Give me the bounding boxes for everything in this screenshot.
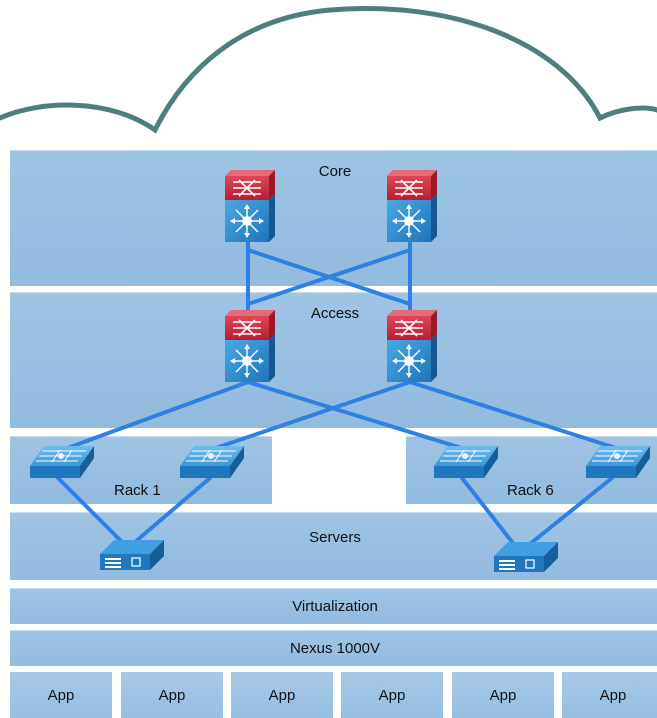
core-switch-icon xyxy=(386,169,438,243)
cloud-outline xyxy=(0,5,657,134)
app-label: App xyxy=(489,686,517,704)
rack-switch-icon xyxy=(433,445,499,479)
rack-1-label: Rack 1 xyxy=(114,482,161,499)
app-label: App xyxy=(599,686,627,704)
server-icon xyxy=(493,541,559,573)
rack-6-label: Rack 6 xyxy=(507,482,554,499)
access-layer-label: Access xyxy=(310,305,360,322)
link-rack-server xyxy=(56,476,130,550)
link-core-access xyxy=(246,248,412,306)
core-layer-label: Core xyxy=(318,163,352,180)
app-box: App xyxy=(231,672,333,718)
app-label: App xyxy=(158,686,186,704)
links xyxy=(56,240,624,554)
access-switch-icon xyxy=(224,309,276,383)
virtualization-layer-label: Virtualization xyxy=(292,598,378,615)
link-rack-server xyxy=(460,476,522,554)
rack-switch-icon xyxy=(179,445,245,479)
access-layer-band xyxy=(10,292,657,428)
nexus-layer-band xyxy=(10,630,657,666)
rack-switch-icon xyxy=(29,445,95,479)
app-box: App xyxy=(121,672,223,718)
virtualization-layer-band xyxy=(10,588,657,624)
servers-layer-label: Servers xyxy=(309,529,361,546)
app-box: App xyxy=(341,672,443,718)
access-switch-icon xyxy=(386,309,438,383)
rack-switch-icon xyxy=(585,445,651,479)
link-access-rack xyxy=(208,380,412,452)
app-box: App xyxy=(562,672,657,718)
link-rack-server xyxy=(126,476,212,550)
app-label: App xyxy=(378,686,406,704)
app-label: App xyxy=(47,686,75,704)
link-rack-server xyxy=(518,476,614,554)
nexus-layer-label: Nexus 1000V xyxy=(289,640,381,657)
core-switch-icon xyxy=(224,169,276,243)
link-access-rack xyxy=(60,380,250,452)
link-access-rack xyxy=(246,380,470,452)
app-box: App xyxy=(10,672,112,718)
core-layer-band xyxy=(10,150,657,286)
link-access-rack xyxy=(408,380,624,452)
app-box: App xyxy=(452,672,554,718)
app-label: App xyxy=(268,686,296,704)
server-icon xyxy=(99,539,165,571)
